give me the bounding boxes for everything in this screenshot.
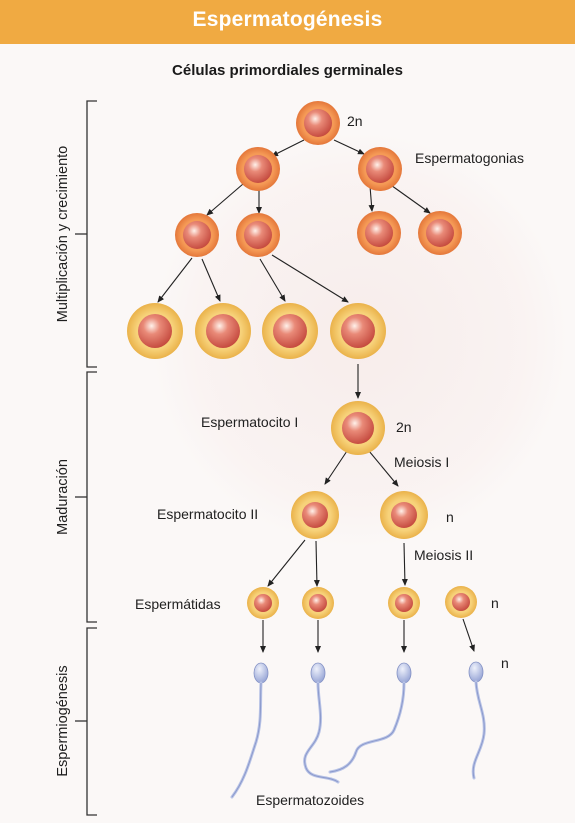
cell-spermatogonium: [175, 213, 219, 257]
label-meiosis-1: Meiosis I: [394, 454, 449, 470]
cell-spermatocyte-2: [291, 491, 339, 539]
cell-spermatogonium: [357, 211, 401, 255]
spermatozoon: [305, 663, 338, 782]
cell-growing: [195, 303, 251, 359]
spermatozoon: [330, 663, 411, 772]
cell-spermatogonium: [418, 211, 462, 255]
section-label-spermiogenesis: Espermiogénesis: [55, 665, 71, 776]
bracket-spermiogenesis: [75, 628, 97, 815]
label-spermatocyte-1: Espermatocito I: [201, 414, 298, 430]
cell-primordial: [296, 101, 340, 145]
spermatozoon: [469, 662, 484, 778]
bracket-growth: [75, 101, 97, 367]
cell-spermatid: [247, 587, 279, 619]
cell-spermatid: [302, 587, 334, 619]
label-spermatocyte-2: Espermatocito II: [157, 506, 258, 522]
label-ploidy-n-1: n: [446, 509, 454, 525]
label-meiosis-2: Meiosis II: [414, 547, 473, 563]
cell-spermatid: [445, 586, 477, 618]
cell-spermatogonium: [236, 213, 280, 257]
cell-growing: [262, 303, 318, 359]
spermatozoon: [232, 663, 268, 797]
label-ploidy-2n-top: 2n: [347, 113, 363, 129]
section-label-growth: Multiplicación y crecimiento: [55, 146, 71, 322]
label-ploidy-n-3: n: [501, 655, 509, 671]
cell-spermatogonium: [236, 147, 280, 191]
cell-spermatocyte-1: [331, 401, 385, 455]
cell-growing: [330, 303, 386, 359]
label-ploidy-2n-mid: 2n: [396, 419, 412, 435]
section-label-maturation: Maduración: [55, 459, 71, 535]
cell-spermatid: [388, 587, 420, 619]
label-spermatids: Espermátidas: [135, 596, 221, 612]
cell-growing: [127, 303, 183, 359]
label-spermatozoa: Espermatozoides: [256, 792, 364, 808]
bracket-maturation: [75, 372, 97, 622]
cell-spermatocyte-2: [380, 491, 428, 539]
cell-spermatogonium: [358, 147, 402, 191]
label-ploidy-n-2: n: [491, 595, 499, 611]
label-spermatogonia: Espermatogonias: [415, 150, 524, 166]
